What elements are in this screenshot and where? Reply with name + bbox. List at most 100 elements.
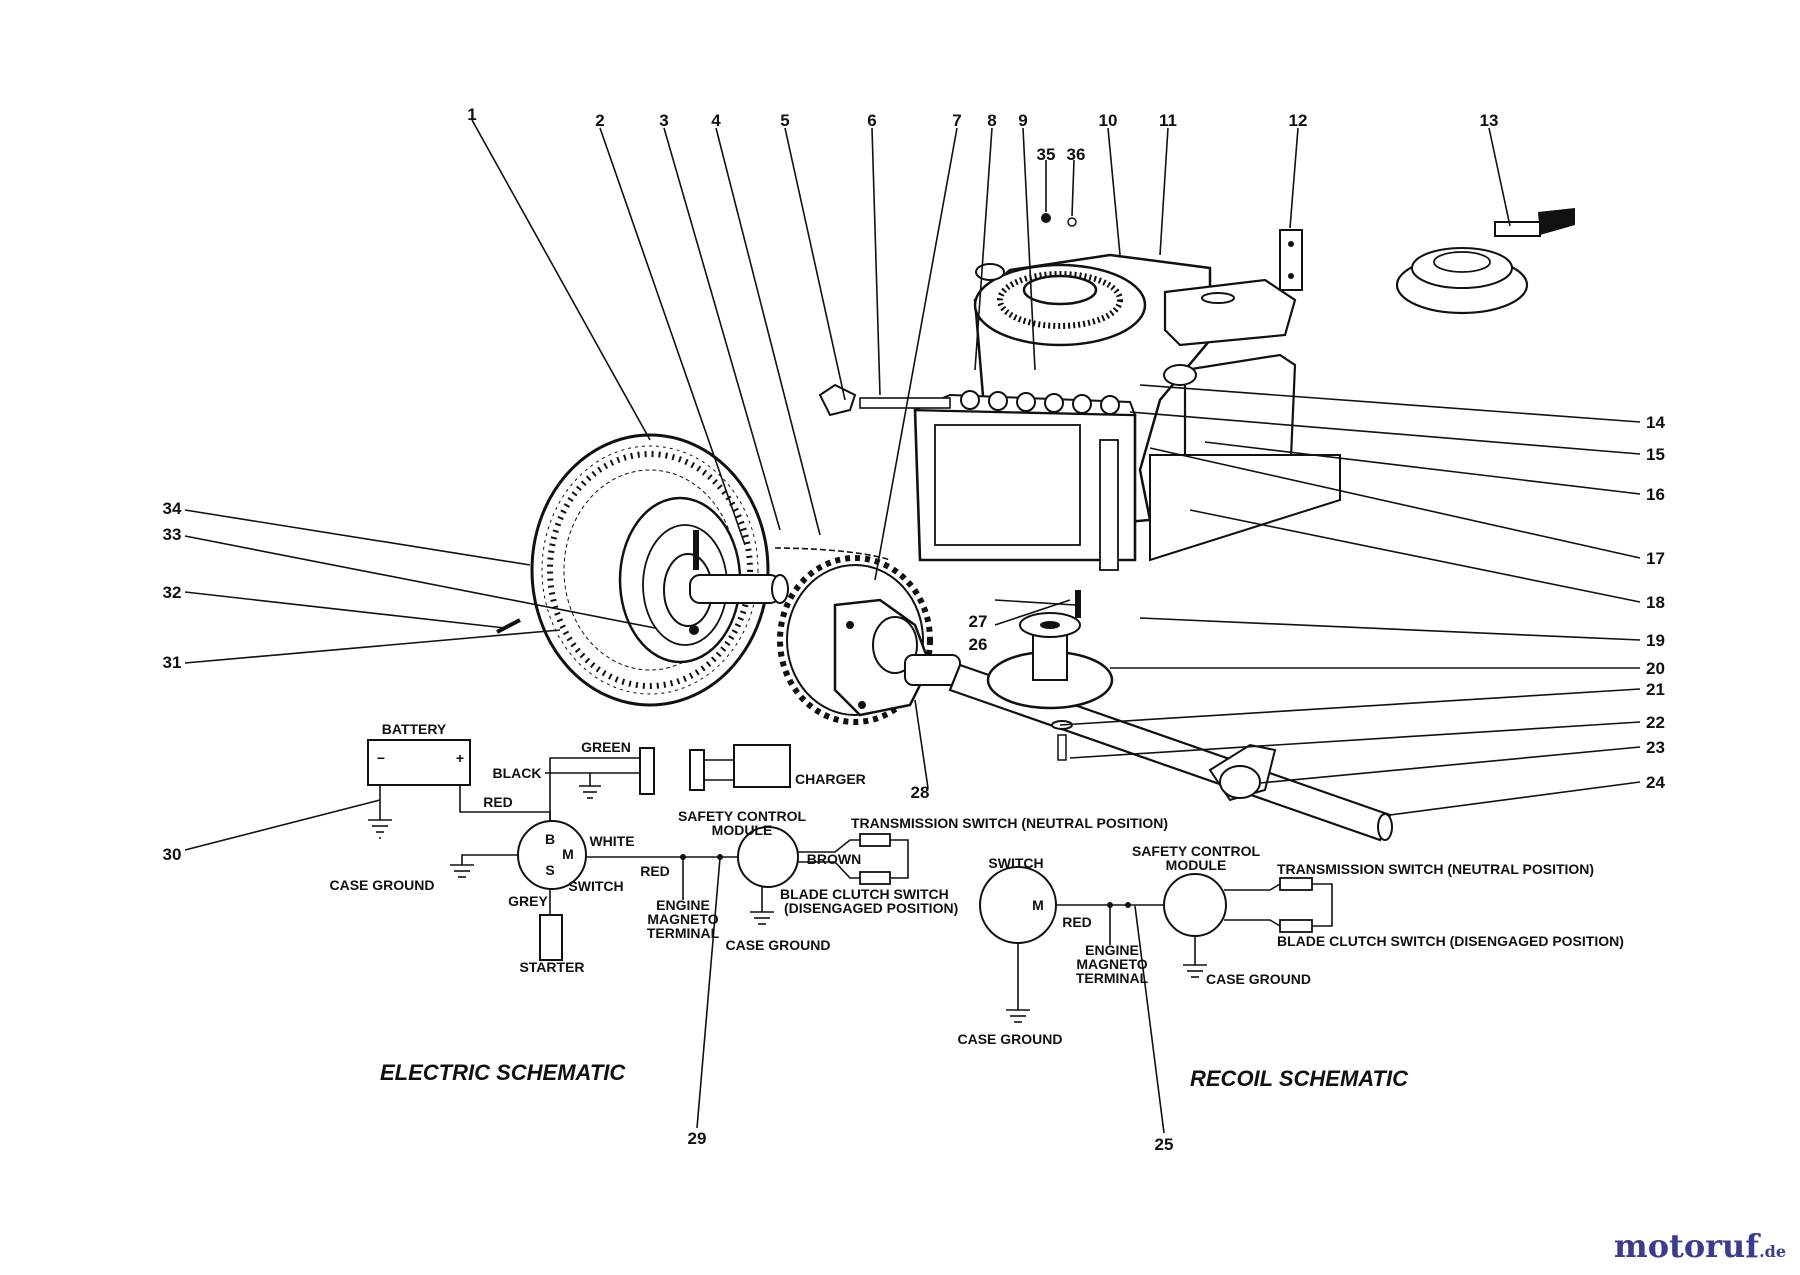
part-number: 30 [163, 845, 182, 864]
bearing-bracket [1208, 743, 1277, 802]
wire-black-label: BLACK [493, 765, 542, 781]
recoil-safety-control-module [1163, 873, 1227, 937]
mounting-plate [1149, 454, 1341, 562]
battery [913, 390, 1137, 571]
part-number: 34 [163, 499, 182, 518]
recoil-blade-clutch-switch-label: BLADE CLUTCH SWITCH (DISENGAGED POSITION… [1277, 933, 1624, 949]
safety-control-label: SAFETY CONTROL [678, 808, 807, 824]
wire-red-label: RED [483, 794, 513, 810]
recoil-case-ground-label: CASE GROUND [1206, 971, 1311, 987]
part-number: 9 [1018, 111, 1027, 130]
transaxle [833, 598, 961, 717]
drive-chain [774, 547, 891, 561]
recoil-terminal-m: M [1032, 897, 1044, 913]
ground-symbol [579, 785, 601, 799]
rear-wheel [530, 433, 789, 707]
recoil-switch-label: SWITCH [988, 855, 1043, 871]
transmission-switch-symbol [859, 833, 891, 847]
part-number: 25 [1155, 1135, 1174, 1154]
part-number: 18 [1646, 593, 1665, 612]
starter-label: STARTER [519, 959, 584, 975]
part-number: 12 [1289, 111, 1308, 130]
part-number: 31 [163, 653, 182, 672]
recoil-blade-clutch-switch-symbol [1279, 919, 1313, 933]
starter-symbol [539, 914, 563, 961]
recoil-switch-ground-label: CASE GROUND [957, 1031, 1062, 1047]
engine-label: ENGINE [656, 897, 710, 913]
wire-brown-label: BROWN [807, 851, 861, 867]
blade-clutch-switch-label: BLADE CLUTCH SWITCH [780, 886, 949, 902]
recoil-transmission-switch-label: TRANSMISSION SWITCH (NEUTRAL POSITION) [1277, 861, 1594, 877]
part-number: 16 [1646, 485, 1665, 504]
module-case-ground-label: CASE GROUND [725, 937, 830, 953]
blade-position-label: (DISENGAGED POSITION) [784, 900, 958, 916]
connector [639, 747, 655, 795]
ground-symbol [1006, 1009, 1030, 1023]
part-number: 1 [467, 105, 476, 124]
part-number: 23 [1646, 738, 1665, 757]
wire-red-label-2: RED [640, 863, 670, 879]
part-number: 5 [780, 111, 789, 130]
electric-schematic: BATTERY − + RED B M S SWITCH GREEN BLACK [329, 721, 1168, 1085]
wire-green-label: GREEN [581, 739, 631, 755]
part-number: 22 [1646, 713, 1665, 732]
part-number: 6 [867, 111, 876, 130]
wire-white-label: WHITE [589, 833, 634, 849]
part-number: 10 [1099, 111, 1118, 130]
recoil-schematic-title: RECOIL SCHEMATIC [1190, 1066, 1409, 1091]
part-number: 26 [969, 635, 988, 654]
pulley [986, 590, 1114, 710]
blade-clutch-switch-symbol [859, 871, 891, 885]
recoil-transmission-switch-symbol [1279, 877, 1313, 891]
part-number: 21 [1646, 680, 1665, 699]
ground-symbol [1183, 964, 1207, 978]
battery-minus: − [377, 750, 385, 766]
part-number-labels: 1 2 3 4 5 6 7 8 9 10 11 12 13 14 15 16 1… [163, 105, 1666, 1154]
screw-35 [1041, 213, 1051, 223]
hose-fitting [818, 383, 951, 417]
watermark-tld: .de [1759, 1242, 1786, 1261]
part-number: 19 [1646, 631, 1665, 650]
safety-control-module [737, 826, 799, 888]
part-number: 2 [595, 111, 604, 130]
part-number: 14 [1646, 413, 1665, 432]
part-number: 15 [1646, 445, 1665, 464]
terminal-s: S [545, 862, 554, 878]
part-number: 29 [688, 1129, 707, 1148]
case-ground-label: CASE GROUND [329, 877, 434, 893]
terminal-label: TERMINAL [647, 925, 720, 941]
battery-label: BATTERY [382, 721, 447, 737]
part-number: 3 [659, 111, 668, 130]
transmission-switch-label: TRANSMISSION SWITCH (NEUTRAL POSITION) [851, 815, 1168, 831]
charger-symbol [733, 744, 791, 788]
wire-grey-label: GREY [508, 893, 548, 909]
recoil-switch [979, 866, 1057, 944]
part-number: 11 [1159, 111, 1177, 130]
ground-symbol [450, 864, 474, 878]
part-number: 8 [987, 111, 996, 130]
part-number: 13 [1480, 111, 1499, 130]
recoil-engine-label: ENGINE [1085, 942, 1139, 958]
ground-symbol [750, 911, 774, 925]
leader-lines [184, 119, 1641, 1134]
ground-symbol [368, 819, 392, 839]
part-number: 33 [163, 525, 182, 544]
part-number: 24 [1646, 773, 1665, 792]
part-number: 27 [969, 612, 988, 631]
terminal-m: M [562, 846, 574, 862]
watermark-brand: motoruf [1613, 1227, 1760, 1265]
part-number: 36 [1067, 145, 1086, 164]
part-number: 4 [711, 111, 721, 130]
electric-schematic-title: ELECTRIC SCHEMATIC [380, 1060, 626, 1085]
part-number: 7 [952, 111, 961, 130]
watermark: motoruf.de [1614, 1227, 1786, 1265]
part-number: 17 [1646, 549, 1665, 568]
starter-cup [1395, 208, 1575, 315]
recoil-magneto-label: MAGNETO [1076, 956, 1147, 972]
charger-label: CHARGER [795, 771, 866, 787]
part-number: 35 [1037, 145, 1056, 164]
recoil-terminal-label: TERMINAL [1076, 970, 1149, 986]
battery-symbol [367, 739, 471, 786]
recoil-schematic: SWITCH M CASE GROUND RED ENGINE MAGNETO … [957, 843, 1623, 1091]
